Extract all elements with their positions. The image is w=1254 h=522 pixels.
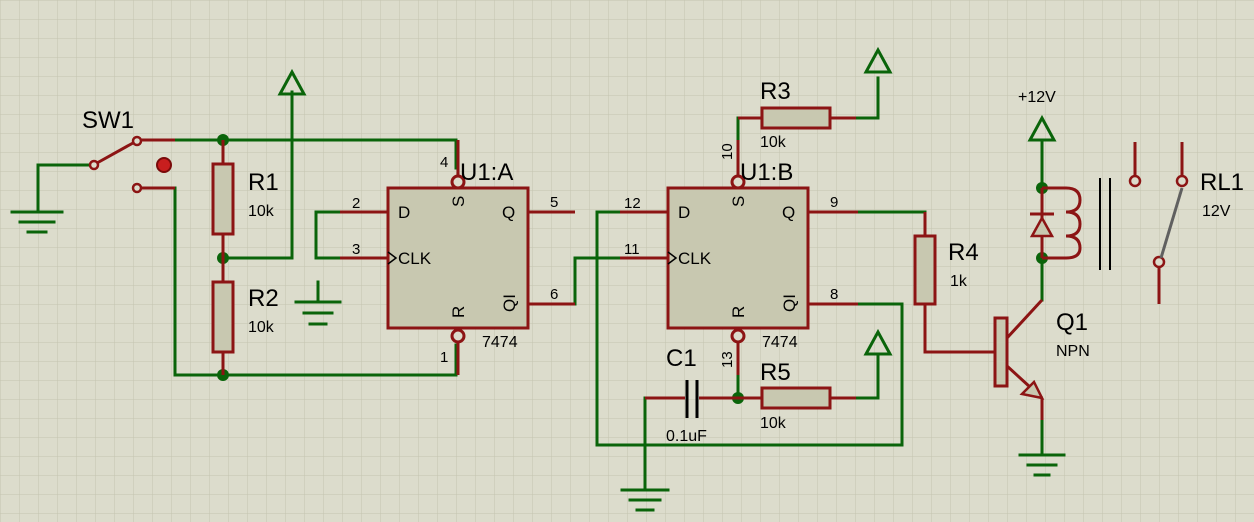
- power-arrow-r1: [277, 68, 307, 96]
- ground-symbol-u1a: [294, 280, 342, 326]
- power-arrow-r5: [863, 328, 893, 356]
- q1-type: NPN: [1056, 343, 1090, 360]
- r4-value: 1k: [950, 273, 968, 290]
- flipflop-u1b[interactable]: D CLK Q S R QI 12 11 10 9 8 13 U1:B 7474: [620, 140, 858, 375]
- u1b-ref: U1:B: [740, 159, 793, 186]
- c1-value: 0.1uF: [666, 428, 707, 445]
- u1a-pinno-q: 5: [550, 194, 558, 211]
- r3-ref: R3: [760, 78, 791, 105]
- u1b-pinno-r: 13: [719, 351, 736, 368]
- relay-rl1[interactable]: RL1 12V: [1029, 142, 1244, 304]
- r3-value: 10k: [760, 134, 787, 151]
- u1b-pin-d: D: [678, 203, 690, 222]
- ground-symbol-q1: [1018, 453, 1066, 477]
- resistor-r1[interactable]: R1 10k: [211, 140, 279, 258]
- resistor-r3[interactable]: R3 10k: [738, 78, 856, 151]
- sw1-ref: SW1: [82, 107, 134, 134]
- u1a-pinno-qi: 6: [550, 286, 558, 303]
- u1a-pin-q: Q: [502, 203, 515, 222]
- r5-ref: R5: [760, 359, 791, 386]
- u1b-pin-q: Q: [782, 203, 795, 222]
- u1b-pinno-d: 12: [624, 195, 641, 212]
- u1b-pin-qi: QI: [780, 294, 799, 312]
- power-arrow-12v: [1027, 114, 1057, 142]
- ground-symbol-sw1: [10, 203, 64, 234]
- u1a-pin-r: R: [449, 306, 468, 318]
- u1a-pinno-clk: 3: [352, 241, 360, 258]
- r4-ref: R4: [948, 239, 979, 266]
- r2-value: 10k: [248, 319, 275, 336]
- u1b-pinno-q: 9: [830, 194, 838, 211]
- c1-ref: C1: [666, 345, 697, 372]
- supply-label: +12V: [1018, 89, 1056, 106]
- r5-value: 10k: [760, 415, 787, 432]
- u1b-pin-r: R: [729, 306, 748, 318]
- r1-ref: R1: [248, 169, 279, 196]
- ground-symbol-c1: [620, 488, 670, 512]
- switch-actuator-icon: [156, 157, 172, 173]
- resistor-r5[interactable]: R5 10k: [738, 359, 856, 432]
- u1b-part: 7474: [762, 334, 798, 351]
- u1a-ref: U1:A: [460, 159, 513, 186]
- u1b-pin-clk: CLK: [678, 249, 712, 268]
- rl1-value: 12V: [1202, 203, 1231, 220]
- q1-ref: Q1: [1056, 309, 1088, 336]
- flipflop-u1a[interactable]: D CLK Q S R QI 2 3 4 5 6 1 U1:A 7474: [340, 140, 575, 375]
- u1b-pin-s: S: [729, 196, 748, 207]
- u1a-pin-d: D: [398, 203, 410, 222]
- u1b-pinno-s: 10: [719, 143, 736, 160]
- u1a-pinno-d: 2: [352, 195, 360, 212]
- u1a-pin-s: S: [449, 196, 468, 207]
- u1b-pinno-qi: 8: [830, 286, 838, 303]
- resistor-r4[interactable]: R4 1k: [913, 212, 995, 354]
- u1a-pin-clk: CLK: [398, 249, 432, 268]
- u1a-pin-qi: QI: [500, 294, 519, 312]
- capacitor-c1[interactable]: C1 0.1uF: [645, 345, 738, 445]
- transistor-q1[interactable]: Q1 NPN: [993, 298, 1090, 420]
- u1b-pinno-clk: 11: [624, 241, 640, 258]
- r2-ref: R2: [248, 285, 279, 312]
- u1a-pinno-r: 1: [440, 349, 448, 366]
- u1a-part: 7474: [482, 334, 518, 351]
- r1-value: 10k: [248, 203, 275, 220]
- rl1-ref: RL1: [1200, 169, 1244, 196]
- power-arrow-r3: [863, 46, 893, 74]
- u1a-pinno-s: 4: [440, 154, 448, 171]
- resistor-r2[interactable]: R2 10k: [211, 258, 279, 375]
- switch-sw1[interactable]: SW1: [82, 107, 175, 194]
